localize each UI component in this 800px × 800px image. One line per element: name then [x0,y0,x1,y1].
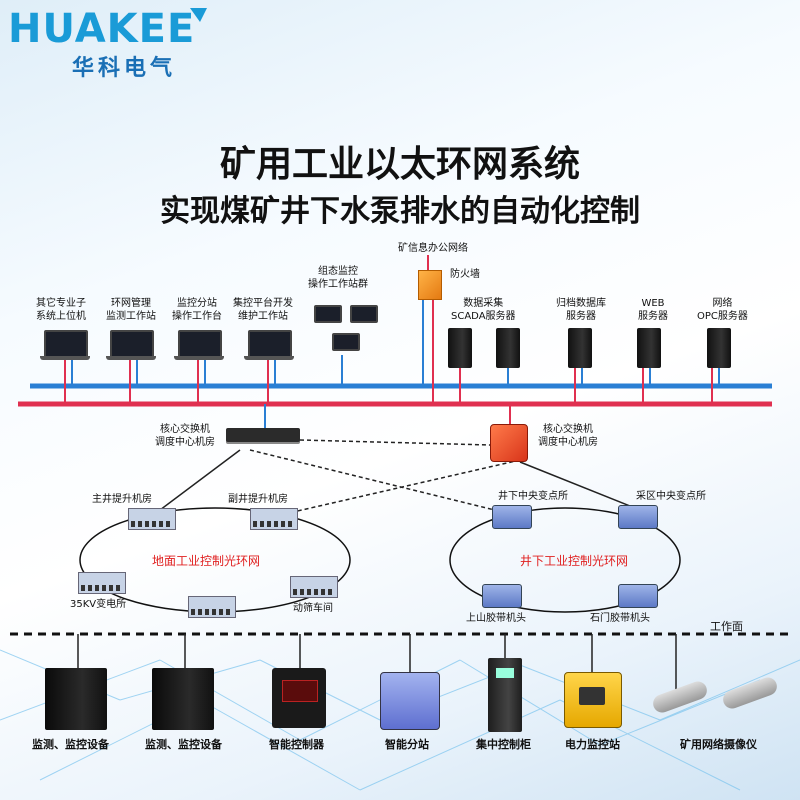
main-shaft-label: 主井提升机房 [92,494,152,505]
laptop-icon [110,330,154,358]
core-switch-left-label: 核心交换机 调度中心机房 [155,424,215,448]
sub-station-label: 监控分站 操作工作台 [172,298,222,322]
aux-shaft-label: 副井提升机房 [228,494,288,505]
device-label: 监测、监控设备 [32,738,109,751]
device-label: 集中控制柜 [476,738,531,751]
underground-switch-icon [618,505,658,529]
ring-switch-icon [188,596,236,618]
laptop-icon [350,305,378,323]
page-subtitle: 实现煤矿井下水泵排水的自动化控制 [160,194,640,229]
platform-dev-label: 集控平台开发 维护工作站 [233,298,293,322]
ring-mgmt-label: 环网管理 监测工作站 [106,298,156,322]
scada-label: 数据采集 SCADA服务器 [451,298,516,322]
underground-ring [449,507,681,613]
device-label: 智能控制器 [269,738,324,751]
ring-switch-icon [250,508,298,530]
laptop-base [40,356,90,360]
underground-switch-icon [618,584,658,608]
laptop-icon [314,305,342,323]
smart-substation-icon [380,672,440,730]
ring-switch-icon [78,572,126,594]
office-network-label: 矿信息办公网络 [398,243,468,254]
ring-switch-icon [290,576,338,598]
web-server-label: WEB 服务器 [638,298,668,322]
server-icon [637,328,661,368]
server-icon [448,328,472,368]
firewall-label: 防火墙 [450,269,480,280]
server-icon [568,328,592,368]
underground-switch-icon [482,584,522,608]
underground-switch-icon [492,505,532,529]
logo-chinese: 华科电气 [72,56,177,81]
substation-35kv-label: 35KV变电所 [70,599,127,610]
server-icon [707,328,731,368]
central-sub-label: 井下中央变点所 [498,491,568,502]
control-cabinet-icon [488,658,522,732]
shimen-belt-label: 石门胶带机头 [590,613,650,624]
explosion-proof-switch-icon [490,424,528,462]
device-label: 监测、监控设备 [145,738,222,751]
work-face-label: 工作面 [710,620,743,633]
monitor-equipment-icon [152,668,214,730]
laptop-icon [178,330,222,358]
page-title: 矿用工业以太环网系统 [219,144,580,185]
core-switch-icon [226,428,300,442]
screening-label: 动筛车间 [293,603,333,614]
laptop-icon [248,330,292,358]
monitor-equipment-icon [45,668,107,730]
laptop-icon [332,333,360,351]
laptop-base [244,356,294,360]
laptop-icon [44,330,88,358]
firewall-icon [418,270,442,300]
server-icon [496,328,520,368]
archive-db-label: 归档数据库 服务器 [556,298,606,322]
smart-controller-icon [272,668,326,728]
laptop-base [174,356,224,360]
mining-sub-label: 采区中央变点所 [636,491,706,502]
core-switch-right-label: 核心交换机 调度中心机房 [538,424,598,448]
opc-server-label: 网络 OPC服务器 [697,298,748,322]
underground-ring-label: 井下工业控制光环网 [520,554,629,568]
power-monitor-icon [564,672,622,728]
other-system-label: 其它专业子 系统上位机 [36,298,86,322]
ring-switch-icon [128,508,176,530]
uphill-belt-label: 上山胶带机头 [466,613,526,624]
device-label: 智能分站 [385,738,429,751]
laptop-base [106,356,156,360]
device-label: 矿用网络摄像仪 [680,738,757,751]
surface-ring-label: 地面工业控制光环网 [152,554,261,568]
config-monitor-label: 组态监控 操作工作站群 [308,266,368,290]
logo-text: HUAKEE [8,6,196,52]
device-label: 电力监控站 [565,738,620,751]
